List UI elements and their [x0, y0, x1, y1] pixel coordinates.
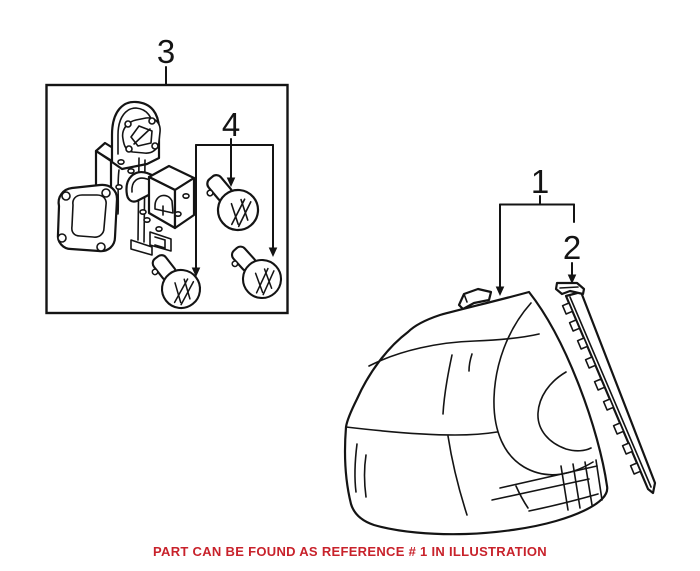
leader-lines-4 — [191, 138, 278, 277]
bulb-carrier-illustration — [56, 100, 196, 256]
part3-group: 3 — [45, 33, 290, 317]
arrowhead-down-icon — [226, 177, 236, 187]
label-ref-2: 2 — [563, 229, 581, 266]
label-ref-3: 3 — [157, 33, 175, 70]
label-ref-1: 1 — [531, 163, 549, 200]
arrowhead-down-icon — [495, 286, 505, 296]
arrowhead-down-icon — [191, 267, 201, 277]
arrowhead-down-icon — [268, 247, 278, 257]
arrowhead-down-icon — [567, 274, 577, 284]
leader-lines-2: 2 — [563, 229, 581, 284]
leader-lines-1: 1 — [495, 163, 575, 296]
caption-text: PART CAN BE FOUND AS REFERENCE # 1 IN IL… — [153, 544, 547, 559]
tail-light-illustration — [343, 287, 609, 536]
bracket-strip-illustration — [554, 281, 657, 495]
label-ref-4: 4 — [222, 106, 240, 143]
